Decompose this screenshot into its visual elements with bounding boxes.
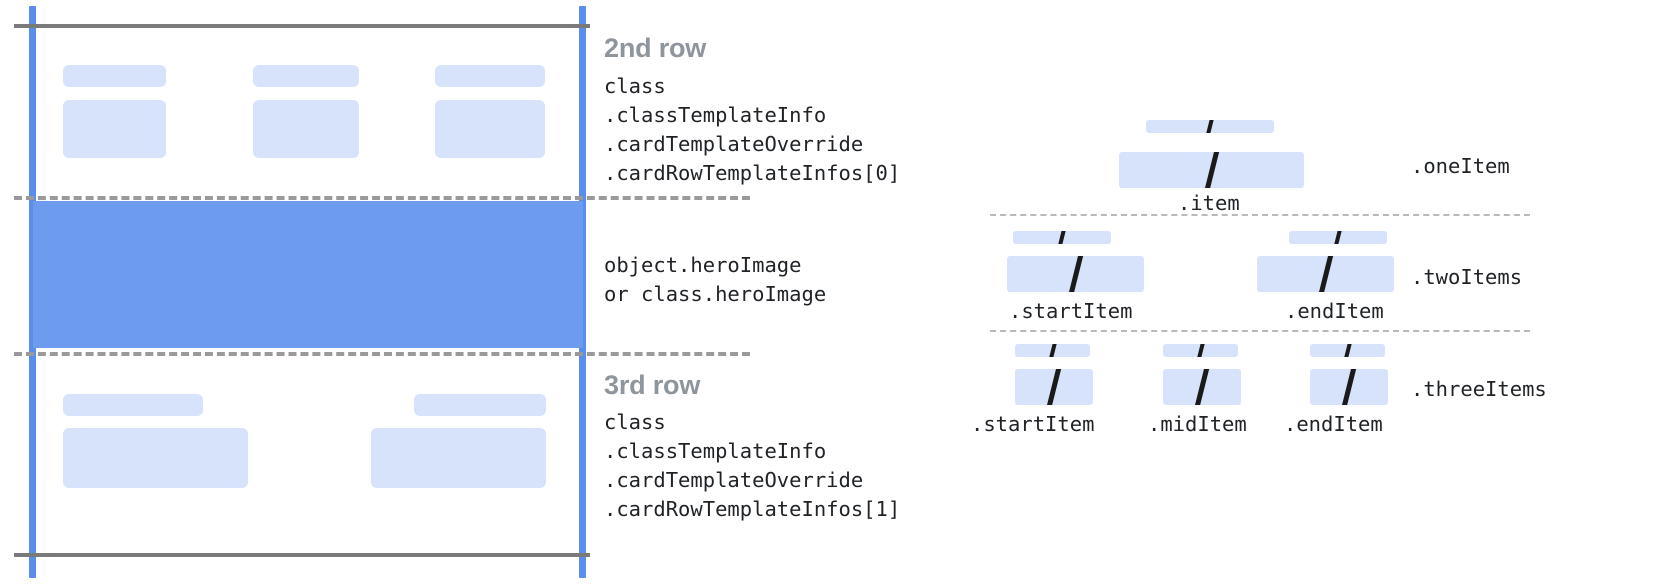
row3-title: 3rd row xyxy=(604,370,701,400)
card-left-border xyxy=(29,6,36,578)
variant-divider-1 xyxy=(990,214,1530,216)
threeitems-miditem-title-box xyxy=(1163,344,1238,357)
slash-mark-icon xyxy=(1205,120,1215,133)
row3-col2-body-placeholder xyxy=(371,428,546,488)
twoitems-enditem-body-box xyxy=(1257,256,1394,292)
threeitems-enditem-title-box xyxy=(1310,344,1385,357)
slash-mark-icon xyxy=(1067,256,1084,292)
slash-mark-icon xyxy=(1057,231,1067,244)
threeitems-miditem-label: .midItem xyxy=(1148,412,1247,436)
threeitems-enditem-label: .endItem xyxy=(1284,412,1383,436)
slash-mark-icon xyxy=(1046,369,1062,405)
threeitems-startitem-label: .startItem xyxy=(971,412,1095,436)
row3-code: class .classTemplateInfo .cardTemplateOv… xyxy=(604,410,901,521)
hero-code: object.heroImage or class.heroImage xyxy=(604,253,827,306)
row2-col3-body-placeholder xyxy=(435,100,545,158)
slash-mark-icon xyxy=(1341,369,1357,405)
slash-mark-icon xyxy=(1333,231,1343,244)
row2-col2-body-placeholder xyxy=(253,100,359,158)
threeitems-startitem-title-box xyxy=(1015,344,1090,357)
slash-mark-icon xyxy=(1196,344,1205,357)
row3-col1-title-placeholder xyxy=(63,394,203,416)
card-bottom-rule xyxy=(14,553,590,557)
slash-mark-icon xyxy=(1317,256,1334,292)
twoitems-enditem-label: .endItem xyxy=(1285,299,1384,323)
slash-mark-icon xyxy=(1194,369,1210,405)
row-divider-bottom xyxy=(14,352,750,356)
threeitems-variant-label: .threeItems xyxy=(1411,377,1547,401)
hero-image-band xyxy=(33,201,583,348)
row2-title: 2nd row xyxy=(604,33,707,63)
row2-col2-title-placeholder xyxy=(253,65,359,87)
threeitems-miditem-body-box xyxy=(1163,369,1241,405)
row3-col1-body-placeholder xyxy=(63,428,248,488)
slash-mark-icon xyxy=(1203,152,1220,188)
twoitems-startitem-title-box xyxy=(1013,231,1111,244)
oneitem-item-label: .item xyxy=(1178,191,1240,215)
threeitems-enditem-body-box xyxy=(1310,369,1388,405)
oneitem-variant-label: .oneItem xyxy=(1411,154,1510,178)
twoitems-variant-label: .twoItems xyxy=(1411,265,1523,289)
row2-col3-title-placeholder xyxy=(435,65,545,87)
row2-col1-body-placeholder xyxy=(63,100,166,158)
row2-col1-title-placeholder xyxy=(63,65,166,87)
card-top-rule xyxy=(14,24,590,28)
oneitem-item-body-box xyxy=(1119,152,1304,188)
row3-col2-title-placeholder xyxy=(414,394,546,416)
threeitems-startitem-body-box xyxy=(1015,369,1093,405)
oneitem-item-title-box xyxy=(1146,120,1274,133)
variant-divider-2 xyxy=(990,330,1530,332)
twoitems-enditem-title-box xyxy=(1289,231,1387,244)
twoitems-startitem-body-box xyxy=(1007,256,1144,292)
row-divider-top xyxy=(14,196,750,200)
twoitems-startitem-label: .startItem xyxy=(1009,299,1133,323)
row2-code: class .classTemplateInfo .cardTemplateOv… xyxy=(604,74,901,185)
slash-mark-icon xyxy=(1343,344,1352,357)
slash-mark-icon xyxy=(1048,344,1057,357)
